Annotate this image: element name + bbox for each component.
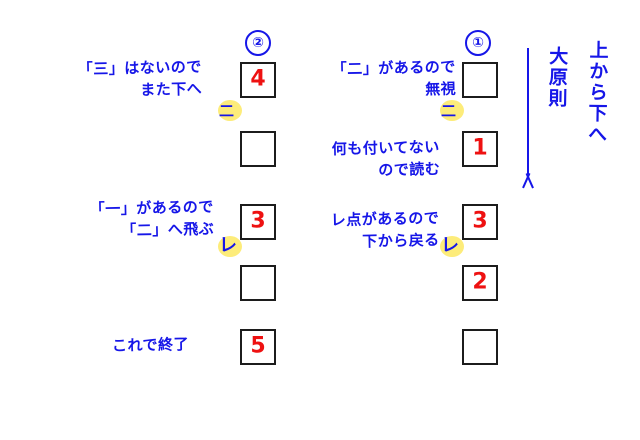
note-2-1-line1: 「三」はないので <box>77 57 202 79</box>
note-2-1-line2: また下へ <box>140 79 203 99</box>
note-1-2: 何も付いてない ので読む <box>332 137 441 183</box>
kanji-box-c1-4-number: 2 <box>472 269 488 295</box>
kanji-box-c1-4: 2 <box>462 265 498 301</box>
principle-main-label: 上から下へ <box>584 39 609 146</box>
note-2-2-line1: 「一」があるので <box>89 197 214 219</box>
note-1-1: 「二」があるので 無視 <box>332 57 457 103</box>
note-1-2-line2: ので読む <box>378 159 441 179</box>
note-1-3-line2: 下から戻る <box>362 230 440 251</box>
kanji-box-c1-2-number: 1 <box>472 135 488 161</box>
principle-sub-label: 大原則 <box>545 45 569 110</box>
note-1-3: レ点があるので 下から戻る <box>331 208 440 254</box>
highlighter-blob-c2-ni <box>218 100 242 121</box>
kanji-box-c2-1: 4 <box>240 62 276 98</box>
highlighter-blob-c1-ni <box>440 100 464 121</box>
kanji-box-c1-2: 1 <box>462 131 498 167</box>
highlighter-blob-c1-re <box>440 236 464 257</box>
note-2-1: 「三」はないので また下へ <box>78 57 203 103</box>
kanji-box-c1-3: 3 <box>462 204 498 240</box>
kanji-box-c1-5 <box>462 329 498 365</box>
re-ten-icon: レ <box>441 235 459 256</box>
kaeriten-ni-mark-c2: 二 <box>218 98 248 124</box>
note-1-1-line1: 「二」があるので <box>331 57 456 79</box>
note-1-1-line2: 無視 <box>425 79 457 99</box>
ni-ten-icon: 二 <box>441 102 457 120</box>
kanji-box-c2-1-number: 4 <box>250 66 266 92</box>
kanji-box-c2-4 <box>240 265 276 301</box>
note-1-2-line1: 何も付いてない <box>331 137 440 159</box>
kanji-box-c1-1 <box>462 62 498 98</box>
note-2-3: これで終了 <box>112 334 190 357</box>
step-circle-2: ② <box>245 30 271 56</box>
kaeriten-re-mark-c1: レ <box>440 234 470 260</box>
ni-ten-icon: 二 <box>219 102 235 120</box>
step-circle-1: ① <box>465 30 491 56</box>
highlighter-blob-c2-re <box>218 236 242 257</box>
kanji-box-c2-2 <box>240 131 276 167</box>
kaeriten-re-mark-c2: レ <box>218 234 248 260</box>
kanji-box-c2-5-number: 5 <box>250 333 266 359</box>
note-2-2: 「一」があるので 「二」へ飛ぶ <box>90 197 215 243</box>
note-2-3-line1: これで終了 <box>111 335 190 355</box>
re-ten-icon: レ <box>219 235 237 256</box>
kaeriten-ni-mark-c1: 二 <box>440 98 470 124</box>
kanji-box-c2-3-number: 3 <box>250 208 266 234</box>
kanji-box-c2-3: 3 <box>240 204 276 240</box>
down-arrow-icon <box>520 48 536 189</box>
kanji-box-c1-3-number: 3 <box>472 208 488 234</box>
kanji-box-c2-5: 5 <box>240 329 276 365</box>
note-2-2-line2: 「二」へ飛ぶ <box>121 219 215 240</box>
arrow-shaft <box>527 48 530 174</box>
note-1-3-line1: レ点があるので <box>330 208 440 230</box>
